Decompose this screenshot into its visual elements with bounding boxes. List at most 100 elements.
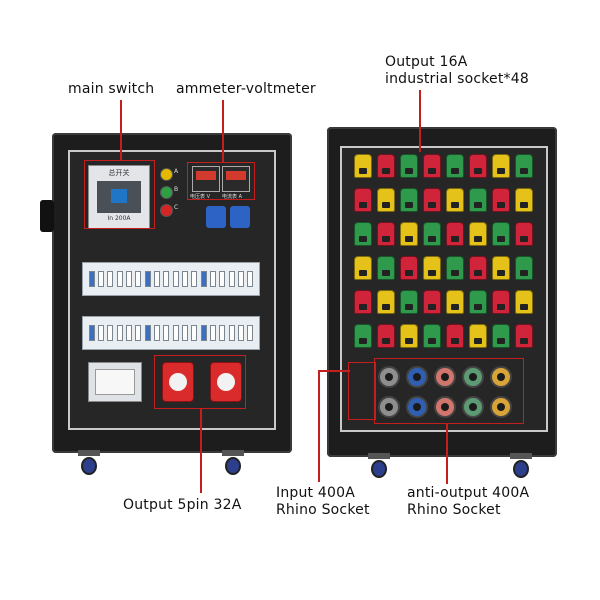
industrial-socket-16a: [400, 154, 418, 178]
indicator-label-c: C: [174, 204, 179, 211]
circuit-breaker: [125, 271, 132, 287]
socket-32a-right-face: [217, 373, 235, 391]
industrial-socket-16a: [469, 324, 487, 348]
industrial-socket-16a: [446, 222, 464, 246]
label-anti-output-line1: anti-output 400A: [407, 485, 530, 501]
industrial-socket-16a: [492, 256, 510, 280]
socket-32a-right: [210, 362, 242, 402]
industrial-socket-16a: [446, 188, 464, 212]
input-rhino-highlight: [348, 362, 376, 420]
industrial-socket-16a: [515, 256, 533, 280]
circuit-breaker: [135, 325, 142, 341]
circuit-breaker: [116, 325, 123, 341]
industrial-socket-16a: [377, 154, 395, 178]
ammeter-label: 电流表 A: [222, 194, 243, 200]
circuit-breaker: [163, 325, 170, 341]
right-case-wheel-right: [510, 453, 532, 479]
circuit-breaker: [88, 325, 95, 341]
right-case-wheel-left: [368, 453, 390, 479]
blue-socket-right: [230, 206, 250, 228]
rhino-socket: [490, 396, 512, 418]
voltmeter-display: [196, 171, 216, 180]
industrial-socket-16a: [515, 188, 533, 212]
circuit-breaker: [172, 271, 179, 287]
label-anti-output-400a: anti-output 400A Rhino Socket: [407, 485, 529, 519]
circuit-breaker: [209, 271, 216, 287]
rhino-socket: [378, 396, 400, 418]
industrial-socket-16a: [423, 290, 441, 314]
main-switch-leader-line: [120, 100, 122, 160]
industrial-socket-16a: [423, 324, 441, 348]
circuit-breaker: [228, 325, 235, 341]
industrial-socket-16a: [354, 222, 372, 246]
circuit-breaker: [107, 271, 114, 287]
socket-32a-highlight: [154, 355, 246, 409]
industrial-socket-16a: [400, 256, 418, 280]
label-ammeter-voltmeter: ammeter-voltmeter: [176, 81, 316, 97]
industrial-socket-16a: [492, 290, 510, 314]
industrial-socket-16a: [469, 188, 487, 212]
label-output-5pin: Output 5pin 32A: [123, 497, 242, 513]
circuit-breaker: [153, 325, 160, 341]
rhino-socket: [434, 396, 456, 418]
socket-32a-leader-line: [200, 409, 202, 493]
circuit-breaker: [200, 271, 207, 287]
industrial-socket-16a: [354, 324, 372, 348]
circuit-breaker: [97, 325, 104, 341]
circuit-breaker: [181, 325, 188, 341]
industrial-socket-16a: [492, 154, 510, 178]
industrial-socket-16a: [423, 188, 441, 212]
industrial-socket-16a: [377, 256, 395, 280]
label-input-400a: Input 400A Rhino Socket: [276, 485, 370, 519]
main-switch-lever: [111, 189, 127, 203]
circuit-breaker: [200, 325, 207, 341]
label-anti-output-line2: Rhino Socket: [407, 502, 501, 518]
industrial-socket-16a: [377, 188, 395, 212]
industrial-socket-16a: [446, 290, 464, 314]
rhino-socket-area: [350, 360, 540, 422]
rhino-socket: [406, 366, 428, 388]
indicator-label-a: A: [174, 168, 179, 175]
rhino-socket: [490, 366, 512, 388]
circuit-breaker: [172, 325, 179, 341]
circuit-breaker: [144, 325, 151, 341]
left-case-wheel-left: [78, 450, 100, 476]
circuit-breaker: [125, 325, 132, 341]
rhino-socket: [434, 366, 456, 388]
industrial-socket-16a: [400, 222, 418, 246]
industrial-socket-16a: [492, 188, 510, 212]
industrial-socket-16a: [400, 324, 418, 348]
circuit-breaker: [144, 271, 151, 287]
main-switch-header: 总开关: [108, 169, 130, 177]
circuit-breaker: [228, 271, 235, 287]
anti-output-leader-line: [446, 424, 448, 484]
industrial-socket-16a: [469, 154, 487, 178]
industrial-socket-16a: [400, 188, 418, 212]
circuit-breaker: [181, 271, 188, 287]
meter-highlight: [187, 162, 255, 200]
indicator-label-b: B: [174, 186, 179, 193]
industrial-socket-16a: [469, 290, 487, 314]
industrial-socket-16a: [354, 256, 372, 280]
label-output-16a-line1: Output 16A: [385, 54, 468, 70]
industrial-socket-16a: [377, 324, 395, 348]
circuit-breaker: [219, 325, 226, 341]
industrial-socket-16a: [423, 154, 441, 178]
input-rhino-socket: [378, 366, 400, 388]
indicator-light-red: [160, 204, 173, 217]
label-input-line2: Rhino Socket: [276, 502, 370, 518]
label-output-16a: Output 16A industrial socket*48: [385, 54, 529, 88]
industrial-socket-16a: [515, 324, 533, 348]
industrial-socket-16a: [354, 290, 372, 314]
socket-32a-left: [162, 362, 194, 402]
rhino-socket: [406, 396, 428, 418]
industrial-socket-16a: [469, 256, 487, 280]
circuit-breaker: [153, 271, 160, 287]
rcd-breaker-box: [88, 362, 142, 402]
industrial-socket-16a: [515, 222, 533, 246]
industrial-socket-grid: [350, 152, 540, 357]
input-leader-horizontal: [318, 370, 350, 372]
industrial-socket-16a: [377, 222, 395, 246]
circuit-breaker: [97, 271, 104, 287]
label-main-switch: main switch: [68, 81, 155, 97]
